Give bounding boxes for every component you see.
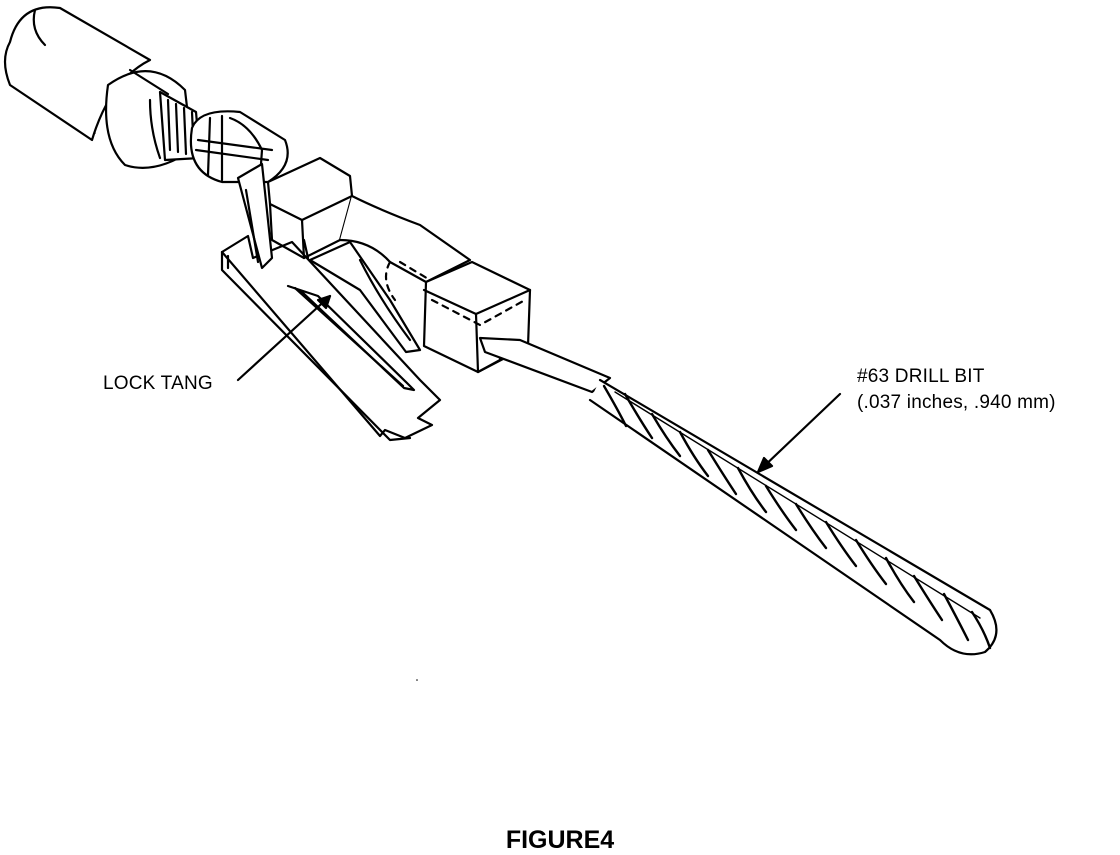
drill-bit-label: #63 DRILL BIT: [857, 366, 985, 387]
spring-arm: [236, 162, 274, 270]
lock-tang-label: LOCK TANG: [103, 373, 213, 394]
figure-caption: FIGURE4: [505, 826, 615, 854]
drill-bit-arrow: [756, 392, 842, 474]
lock-tang-arrow: [236, 294, 332, 382]
drill-bit: [478, 336, 998, 656]
wire-insulation: [3, 6, 202, 169]
terminal-base: [220, 234, 442, 442]
drill-bit-size-label: (.037 inches, .940 mm): [857, 392, 1056, 413]
crimp-sleeve: [189, 110, 289, 184]
